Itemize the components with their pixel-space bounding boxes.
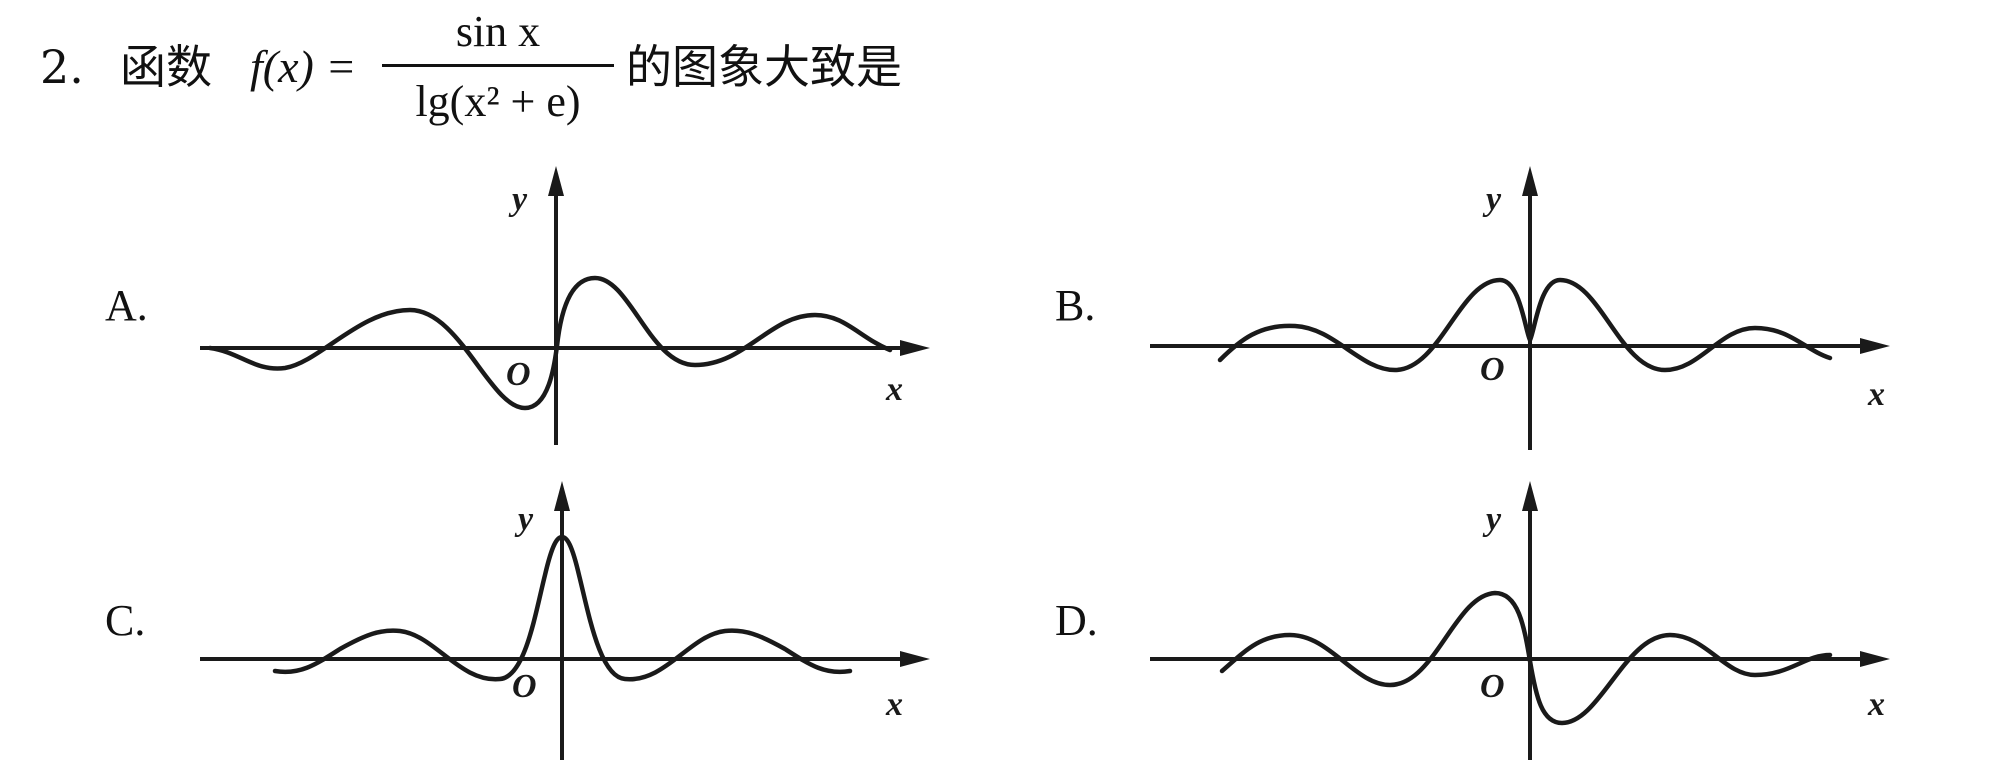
option-b-origin-label: O xyxy=(1480,351,1505,388)
option-d-y-arrow-icon xyxy=(1522,481,1538,511)
function-fraction: sin x lg(x² + e) xyxy=(382,2,614,132)
option-a-curve xyxy=(207,275,893,411)
option-c-x-arrow-icon xyxy=(900,651,930,667)
option-b-y-arrow-icon xyxy=(1522,166,1538,196)
option-a-x-label: x xyxy=(885,371,903,408)
option-a-y-label: y xyxy=(508,181,528,218)
option-d-y-label: y xyxy=(1482,501,1502,538)
option-d-origin-label: O xyxy=(1480,668,1505,705)
option-d-curve xyxy=(1219,590,1833,726)
question-stem-prefix: 函数 xyxy=(120,40,212,94)
option-c-graph[interactable]: y x O xyxy=(200,475,940,765)
option-c-x-label: x xyxy=(885,686,903,723)
fraction-numerator: sin x xyxy=(455,7,541,56)
option-a-origin-label: O xyxy=(506,356,531,393)
fraction-denominator: lg(x² + e) xyxy=(415,77,581,126)
question-stem: 2. 函数 f(x) = sin x lg(x² + e) 的图象大致是 xyxy=(30,0,1230,150)
option-c-y-label: y xyxy=(514,501,534,538)
option-b-curve xyxy=(1217,277,1833,373)
option-b-x-arrow-icon xyxy=(1860,338,1890,354)
option-d-x-arrow-icon xyxy=(1860,651,1890,667)
option-c-y-arrow-icon xyxy=(554,481,570,511)
option-d-x-label: x xyxy=(1867,686,1885,723)
function-lhs: f(x) = xyxy=(250,41,357,92)
option-d-graph[interactable]: y x O xyxy=(1150,475,1900,765)
option-d-label[interactable]: D. xyxy=(1055,596,1098,645)
option-b-label[interactable]: B. xyxy=(1055,281,1096,330)
option-b-x-label: x xyxy=(1867,376,1885,413)
option-c-origin-label: O xyxy=(512,668,537,705)
fraction-bar xyxy=(382,64,614,67)
option-a-y-arrow-icon xyxy=(548,166,564,196)
option-a-graph[interactable]: y x O xyxy=(200,160,940,460)
option-a-x-arrow-icon xyxy=(900,340,930,356)
question-number: 2. xyxy=(40,40,84,94)
option-a-label[interactable]: A. xyxy=(105,281,148,330)
option-b-y-label: y xyxy=(1482,181,1502,218)
option-b-graph[interactable]: y x O xyxy=(1150,160,1900,460)
question-stem-suffix: 的图象大致是 xyxy=(626,40,902,94)
option-c-label[interactable]: C. xyxy=(105,596,146,645)
option-c-curve xyxy=(272,534,853,682)
